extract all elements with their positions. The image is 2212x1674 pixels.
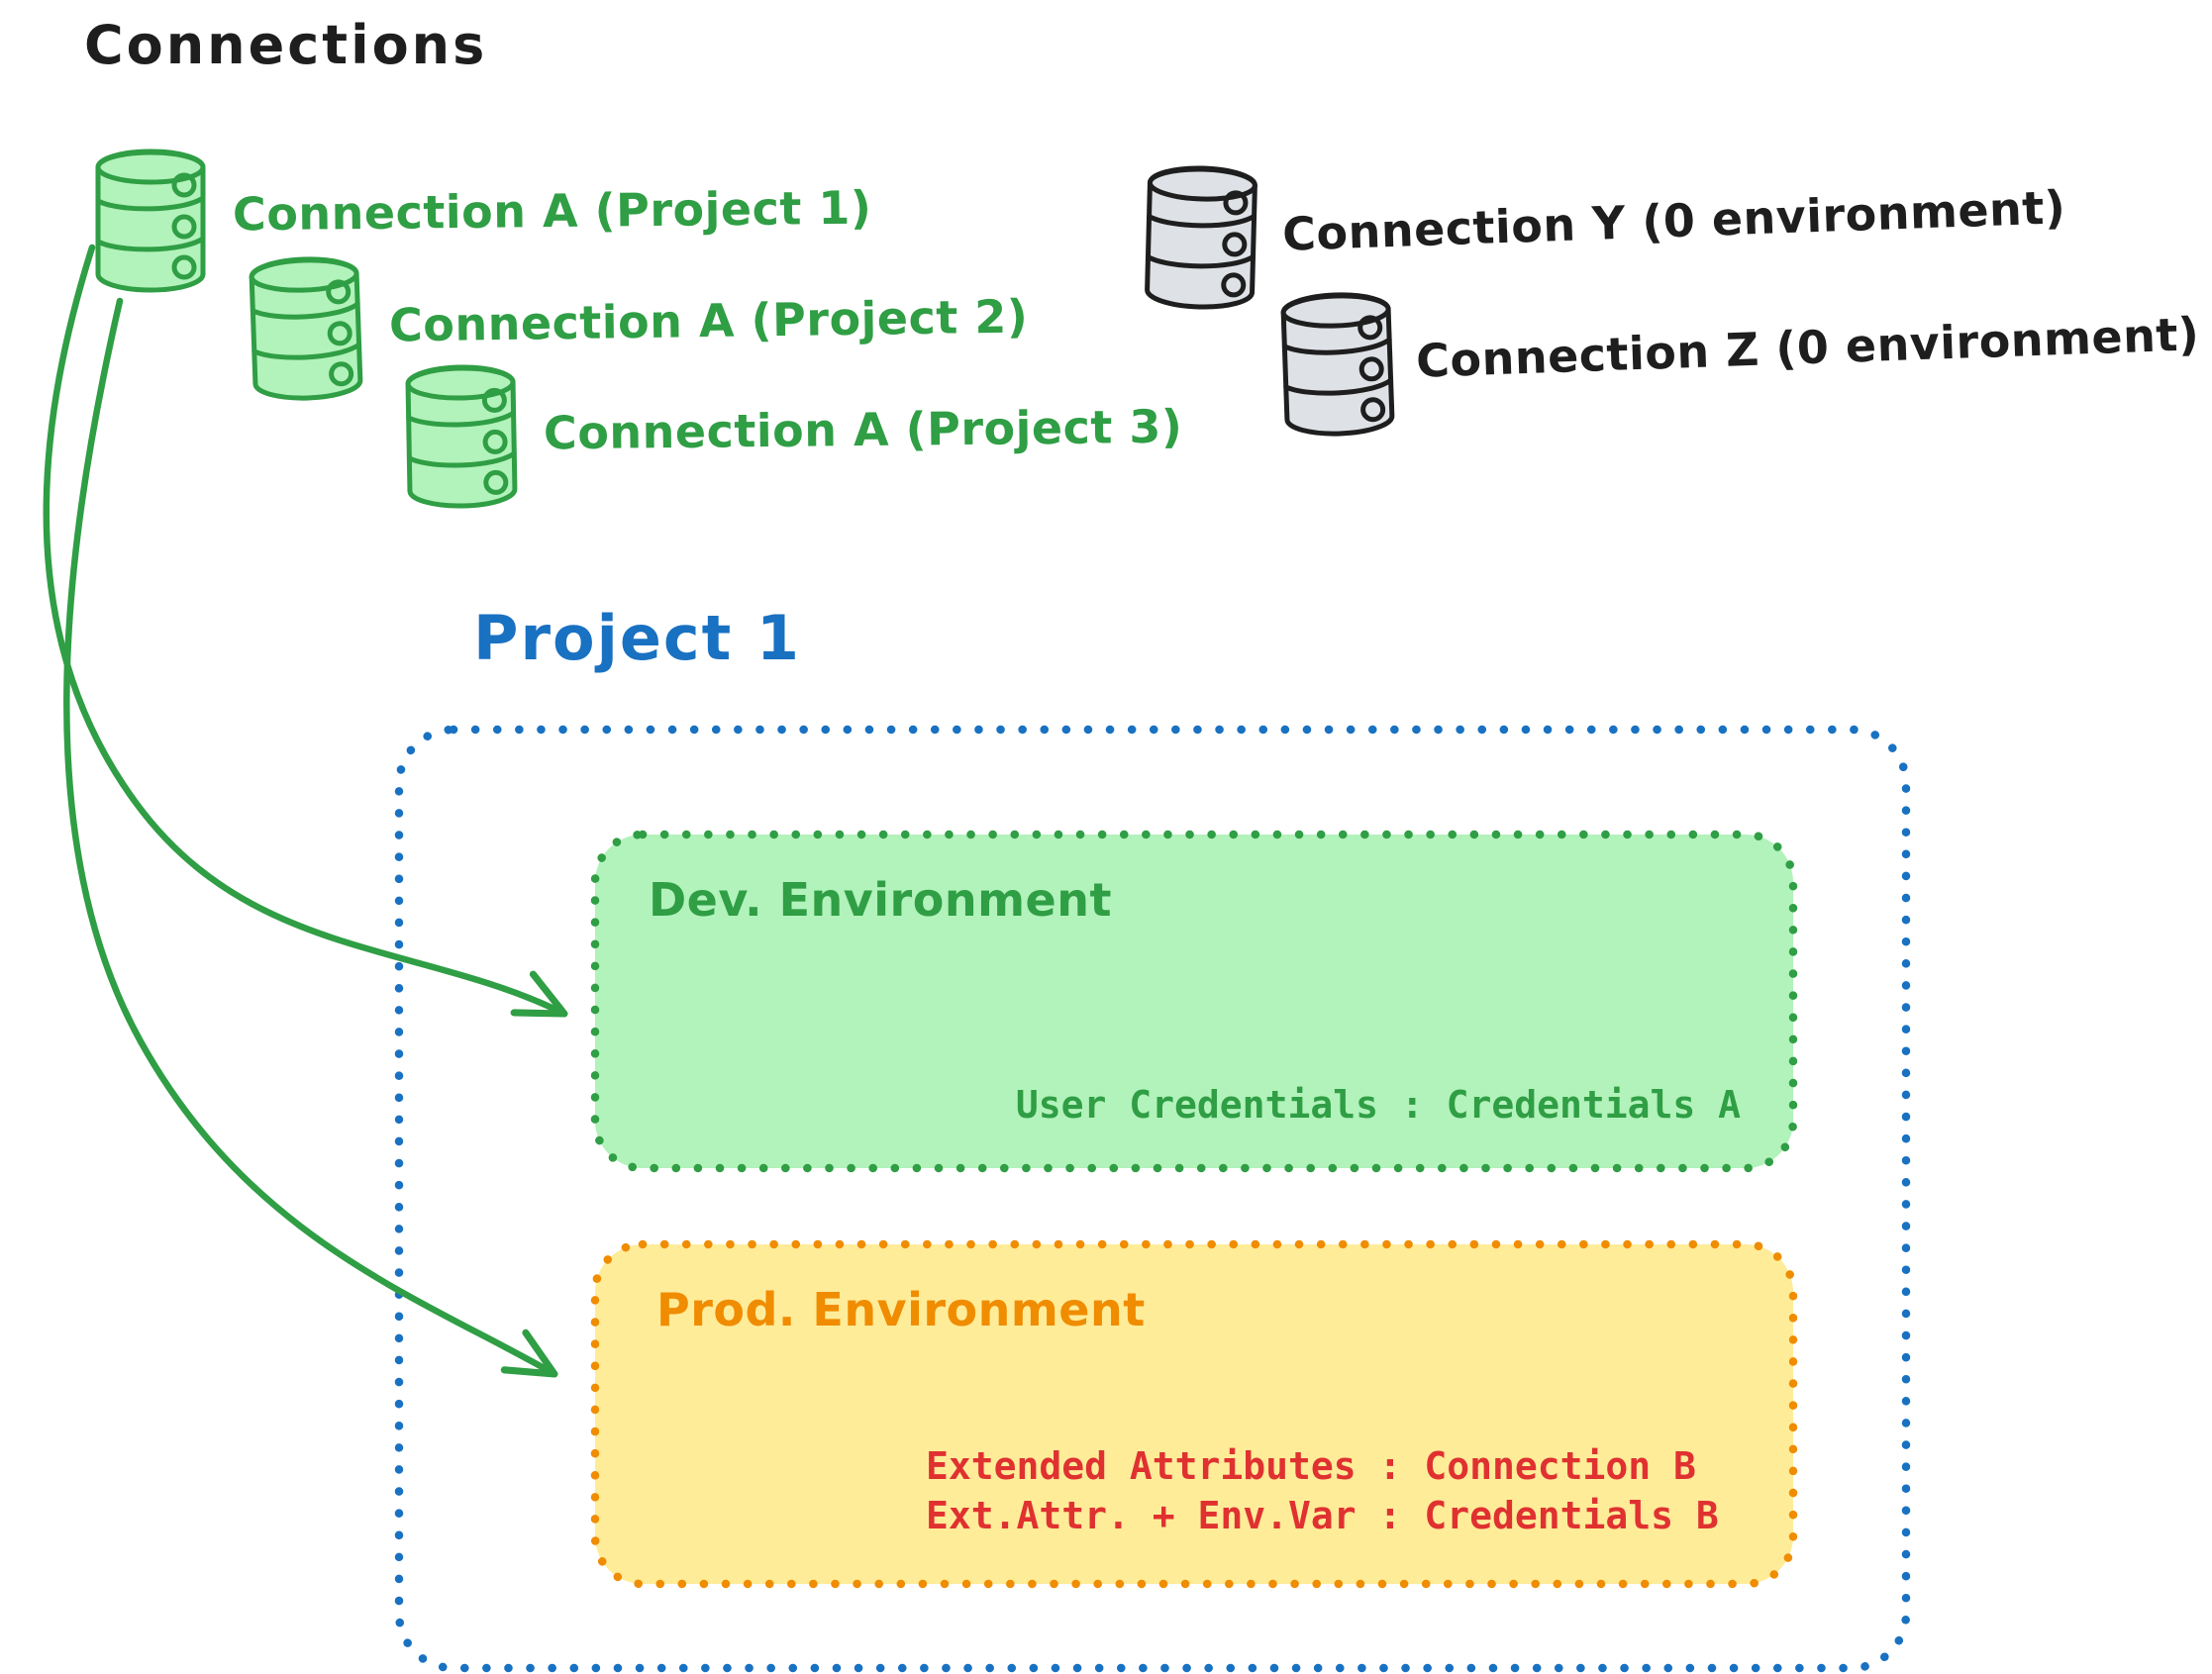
database-icon-connection-a-project-3 [401,361,523,512]
arrow-connection-a-to-prod [63,297,558,1378]
database-icon-connection-a-project-2 [244,252,367,405]
dev-credentials-text: User Credentials : Credentials A [1015,1083,1741,1127]
page-title: Connections [84,14,488,76]
project-1-title: Project 1 [473,602,802,674]
prod-environment-box [590,1239,1798,1589]
label-connection-a-project-2: Connection A (Project 2) [388,289,1029,352]
prod-credentials-text: Extended Attributes : Connection B Ext.A… [926,1441,1719,1540]
prod-credentials-line-2: Ext.Attr. + Env.Var : Credentials B [926,1494,1719,1537]
label-connection-a-project-1: Connection A (Project 1) [232,180,872,242]
arrow-connection-a-to-dev [43,244,568,1018]
prod-environment-title: Prod. Environment [656,1283,1146,1336]
dev-environment-title: Dev. Environment [649,873,1112,927]
label-connection-a-project-3: Connection A (Project 3) [543,399,1183,460]
prod-credentials-line-1: Extended Attributes : Connection B [926,1444,1696,1488]
database-icon-connection-y [1140,161,1262,313]
dev-environment-box [590,830,1798,1173]
project-1-container-box [394,725,1911,1673]
database-icon-connection-a-project-1 [91,147,210,295]
database-icon-connection-z [1275,288,1399,441]
